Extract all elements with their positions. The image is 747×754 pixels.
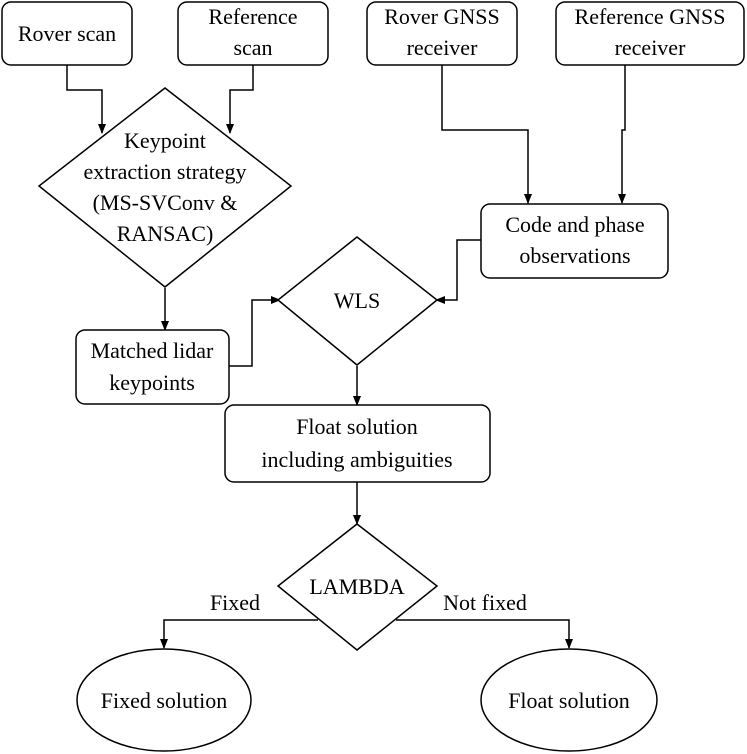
- node-lambda-label: LAMBDA: [309, 574, 404, 599]
- node-wls: WLS: [276, 236, 439, 366]
- node-rover-scan: Rover scan: [1, 1, 133, 66]
- node-rover-gnss-label-line1: Rover GNSS: [384, 4, 500, 29]
- node-float-ambiguities-label-line2: including ambiguities: [261, 447, 452, 472]
- node-float-solution-label: Float solution: [508, 688, 630, 713]
- node-code-phase-observations: Code and phase observations: [480, 203, 669, 279]
- node-matched-lidar-keypoints: Matched lidar keypoints: [75, 329, 230, 405]
- node-reference-gnss-label-line1: Reference GNSS: [575, 4, 726, 29]
- node-reference-scan-label-line2: scan: [233, 35, 272, 60]
- node-keypoint-label-line3: (MS-SVConv &: [93, 190, 238, 215]
- node-rover-gnss-receiver: Rover GNSS receiver: [366, 1, 518, 66]
- node-reference-gnss-label-line2: receiver: [615, 35, 686, 60]
- node-float-solution-ambiguities: Float solution including ambiguities: [224, 404, 491, 483]
- node-fixed-solution: Fixed solution: [76, 648, 252, 752]
- node-reference-gnss-receiver: Reference GNSS receiver: [555, 1, 745, 66]
- node-float-solution: Float solution: [480, 648, 658, 752]
- node-keypoint-label-line2: extraction strategy: [83, 159, 246, 184]
- node-float-ambiguities-label-line1: Float solution: [296, 414, 418, 439]
- connectors: [66, 65, 626, 649]
- node-lambda: LAMBDA: [276, 523, 439, 651]
- edge-label-fixed: Fixed: [210, 590, 260, 615]
- node-matched-label-line2: keypoints: [109, 370, 195, 395]
- edge-rover-gnss-to-code-phase: [441, 65, 532, 204]
- edge-matched-to-wls: [228, 296, 281, 367]
- node-fixed-solution-label: Fixed solution: [101, 688, 228, 713]
- node-code-phase-label-line2: observations: [519, 243, 630, 268]
- node-rover-gnss-label-line2: receiver: [407, 35, 478, 60]
- edge-lambda-to-float: [396, 619, 573, 649]
- node-matched-label-line1: Matched lidar: [91, 338, 214, 363]
- node-code-phase-label-line1: Code and phase: [505, 212, 644, 237]
- edge-lambda-to-fixed: [160, 619, 318, 649]
- edge-reference-gnss-to-code-phase: [618, 65, 626, 204]
- node-reference-scan-label-line1: Reference: [208, 4, 297, 29]
- node-keypoint-label-line1: Keypoint: [124, 128, 206, 153]
- node-rover-scan-label: Rover scan: [18, 21, 116, 46]
- edge-reference-scan-to-keypoint: [226, 65, 254, 134]
- node-reference-scan: Reference scan: [177, 1, 329, 66]
- edge-label-not-fixed: Not fixed: [443, 590, 527, 615]
- node-keypoint-extraction: Keypoint extraction strategy (MS-SVConv …: [37, 87, 293, 288]
- node-keypoint-label-line4: RANSAC): [117, 221, 214, 246]
- node-wls-label: WLS: [334, 288, 380, 313]
- edge-code-phase-to-wls: [435, 239, 482, 304]
- edge-rover-scan-to-keypoint: [66, 65, 106, 134]
